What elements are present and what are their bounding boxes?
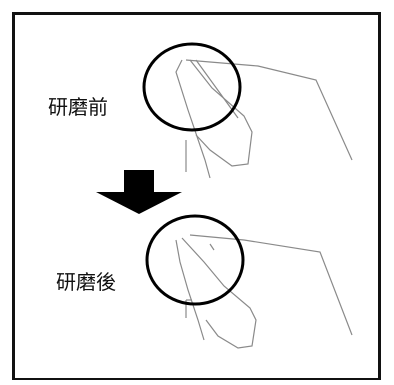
down-arrow-icon — [96, 170, 182, 214]
sketch-before-inner-line — [189, 59, 253, 167]
sketch-before — [175, 59, 353, 179]
label-after-polishing: 研磨後 — [56, 270, 116, 294]
sketch-after-inner-line — [181, 237, 257, 349]
label-before-polishing: 研磨前 — [48, 95, 108, 119]
highlight-circle-before — [142, 42, 242, 132]
highlight-circle-after — [145, 214, 245, 306]
sketch-after — [175, 234, 353, 349]
sketch-after-left-edge — [175, 239, 205, 341]
sketch-before-left-edge — [175, 59, 211, 179]
